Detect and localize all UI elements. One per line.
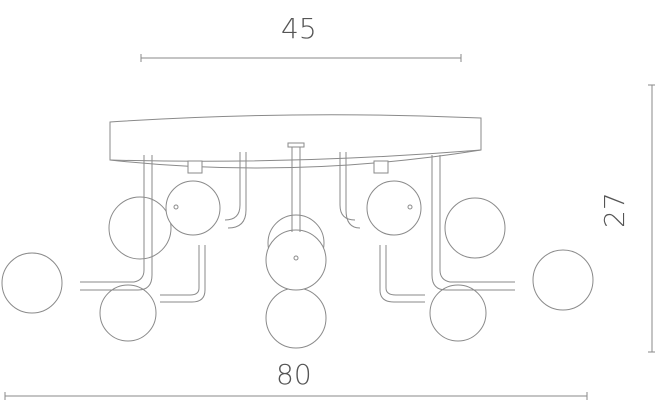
dimension-line-80	[4, 392, 588, 400]
canopy	[109, 114, 482, 169]
globes	[1, 180, 594, 349]
dimension-label-80: 80	[276, 358, 312, 391]
arms	[80, 145, 515, 303]
sockets	[187, 142, 389, 174]
dimension-label-27: 27	[598, 192, 631, 228]
dimension-line-45	[140, 54, 462, 62]
dimension-label-45: 45	[281, 12, 317, 45]
dimension-line-27	[648, 84, 655, 353]
